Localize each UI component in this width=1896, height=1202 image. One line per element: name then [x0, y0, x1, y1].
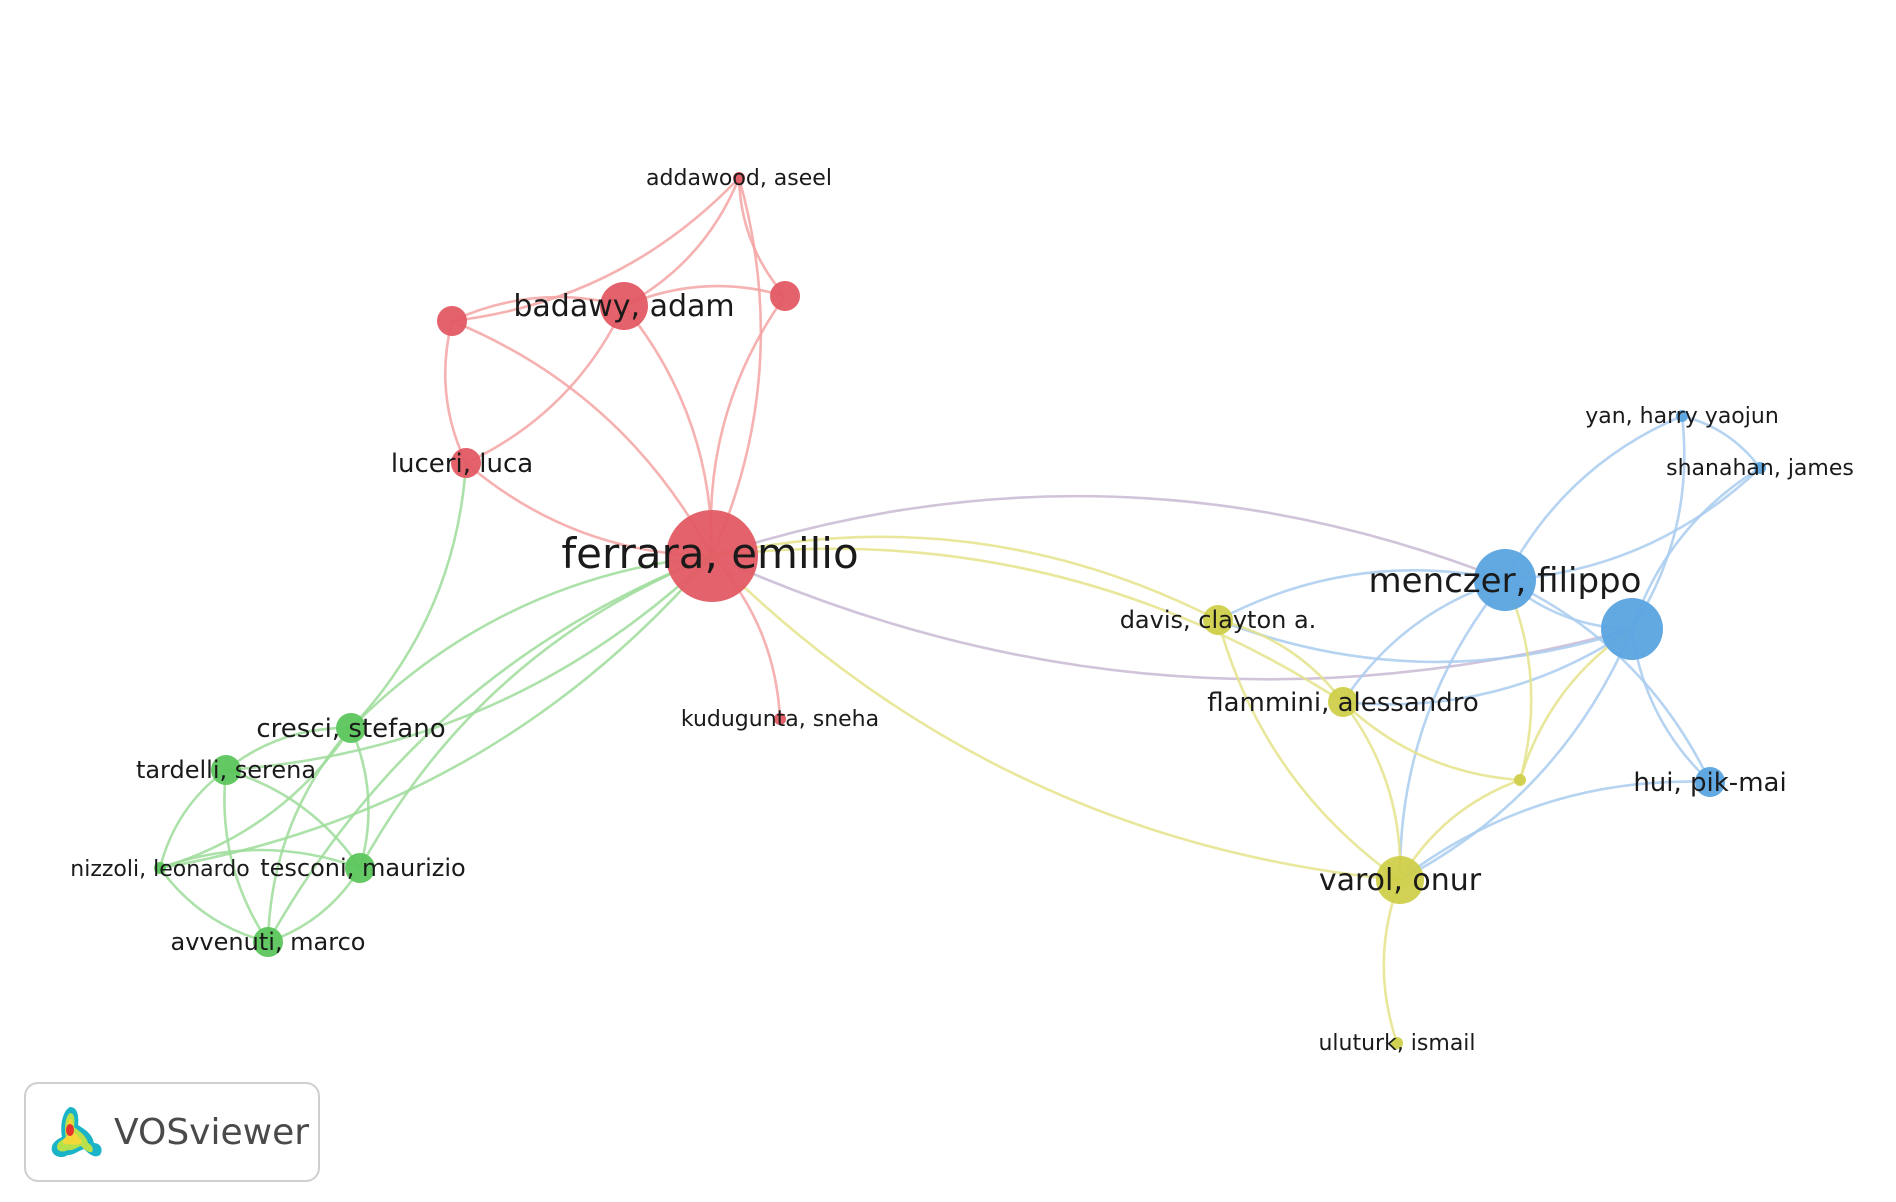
edge-flammini-yellow_a	[1342, 701, 1521, 782]
node-menczer[interactable]	[1474, 549, 1536, 611]
node-label-ferrara[interactable]: ferrara, emilio	[561, 529, 858, 578]
node-flammini[interactable]	[1328, 687, 1358, 717]
edge-ferrara-davis	[711, 535, 1219, 622]
node-label-tardelli[interactable]: tardelli, serena	[136, 756, 316, 784]
edge-ferrara-red_a	[451, 319, 714, 557]
edge-varol-davis	[1216, 619, 1401, 882]
node-cresci[interactable]	[336, 713, 366, 743]
node-label-shanahan[interactable]: shanahan, james	[1666, 456, 1854, 481]
edge-tardelli-avvenuti	[223, 769, 270, 943]
node-shanahan[interactable]	[1754, 462, 1766, 474]
node-label-kudugunta[interactable]: kudugunta, sneha	[681, 707, 879, 732]
edge-ferrara-menczer	[711, 494, 1506, 582]
edge-varol-uluturk	[1382, 879, 1402, 1044]
node-ferrara[interactable]	[666, 510, 758, 602]
node-nizzoli[interactable]	[154, 862, 166, 874]
edge-menczer-yan	[1503, 414, 1683, 581]
edge-cresci-avvenuti	[266, 727, 352, 943]
node-yellow_a[interactable]	[1514, 774, 1526, 786]
node-label-menczer[interactable]: menczer, filippo	[1369, 561, 1642, 601]
edge-menczer-varol	[1398, 579, 1507, 881]
node-label-badawy[interactable]: badawy, adam	[513, 289, 734, 324]
edge-menczer-shanahan	[1504, 467, 1761, 582]
node-label-flammini[interactable]: flammini, alessandro	[1207, 688, 1479, 718]
node-addawood[interactable]	[733, 172, 745, 184]
node-layer	[154, 172, 1766, 1049]
node-badawy[interactable]	[600, 282, 648, 330]
node-tardelli[interactable]	[211, 755, 241, 785]
edge-yan-shanahan	[1681, 414, 1762, 469]
node-label-yan[interactable]: yan, harry yaojun	[1585, 404, 1779, 429]
node-tesconi[interactable]	[345, 853, 375, 883]
node-label-nizzoli[interactable]: nizzoli, leonardo	[70, 857, 249, 882]
edge-luceri-cresci	[350, 462, 468, 729]
node-varol[interactable]	[1376, 856, 1424, 904]
node-kudugunta[interactable]	[774, 713, 786, 725]
edge-ferrara-cresci	[350, 554, 713, 729]
edge-ferrara-addawood	[710, 177, 763, 557]
node-davis[interactable]	[1203, 605, 1233, 635]
label-layer: ferrara, emilio badawy, adam luceri, luca a…	[70, 166, 1854, 1056]
node-uluturk[interactable]	[1391, 1037, 1403, 1049]
edge-ferrara-nizzoli	[159, 555, 713, 870]
node-yan[interactable]	[1676, 410, 1688, 422]
node-red_b[interactable]	[770, 281, 800, 311]
edge-flammini-davis	[1217, 618, 1345, 703]
edge-badawy-luceri	[465, 305, 626, 465]
edge-layer	[158, 177, 1762, 1044]
edge-tardelli-tesconi	[225, 768, 362, 869]
vosviewer-logo-text: VOSviewer	[114, 1111, 310, 1153]
node-label-cresci[interactable]: cresci, stefano	[256, 714, 445, 744]
node-label-tesconi[interactable]: tesconi, maurizio	[260, 854, 465, 882]
node-hui[interactable]	[1695, 767, 1725, 797]
node-avvenuti[interactable]	[253, 927, 283, 957]
edge-hui-varol	[1399, 780, 1711, 882]
node-label-varol[interactable]: varol, onur	[1319, 863, 1482, 898]
node-label-luceri[interactable]: luceri, luca	[391, 449, 533, 479]
edge-menczer-davis	[1217, 569, 1506, 622]
edge-blue_a-varol	[1399, 628, 1634, 882]
edge-ferrara-tesconi	[358, 554, 713, 869]
edge-cresci-tardelli	[225, 726, 352, 772]
node-label-addawood[interactable]: addawood, aseel	[646, 166, 832, 191]
edge-blue_a-davis	[1217, 618, 1633, 664]
vosviewer-logo: VOSviewer	[24, 1082, 320, 1182]
edge-menczer-hui	[1504, 578, 1712, 783]
node-blue_a[interactable]	[1601, 598, 1663, 660]
edge-nizzoli-avvenuti	[158, 867, 269, 944]
edge-cresci-tesconi	[349, 727, 370, 869]
vosviewer-logo-icon	[51, 1107, 102, 1158]
edge-flammini-varol	[1341, 701, 1402, 881]
edge-ferrara-flammini	[711, 547, 1344, 704]
edge-ferrara-varol	[711, 555, 1401, 882]
edge-red_b-addawood	[737, 177, 786, 297]
node-luceri[interactable]	[451, 448, 481, 478]
edge-nizzoli-tesconi	[159, 848, 361, 870]
edge-red_a-addawood	[451, 177, 740, 323]
node-label-hui[interactable]: hui, pik-mai	[1633, 768, 1786, 798]
node-label-davis[interactable]: davis, clayton a.	[1120, 606, 1317, 634]
edge-ferrara-avvenuti	[266, 554, 713, 943]
edge-blue_a-flammini	[1342, 627, 1633, 706]
node-red_a[interactable]	[437, 306, 467, 336]
node-label-uluturk[interactable]: uluturk, ismail	[1318, 1031, 1475, 1056]
edge-ferrara-tardelli	[225, 555, 713, 772]
node-label-avvenuti[interactable]: avvenuti, marco	[171, 928, 366, 956]
edge-red_a-luceri	[443, 320, 468, 464]
